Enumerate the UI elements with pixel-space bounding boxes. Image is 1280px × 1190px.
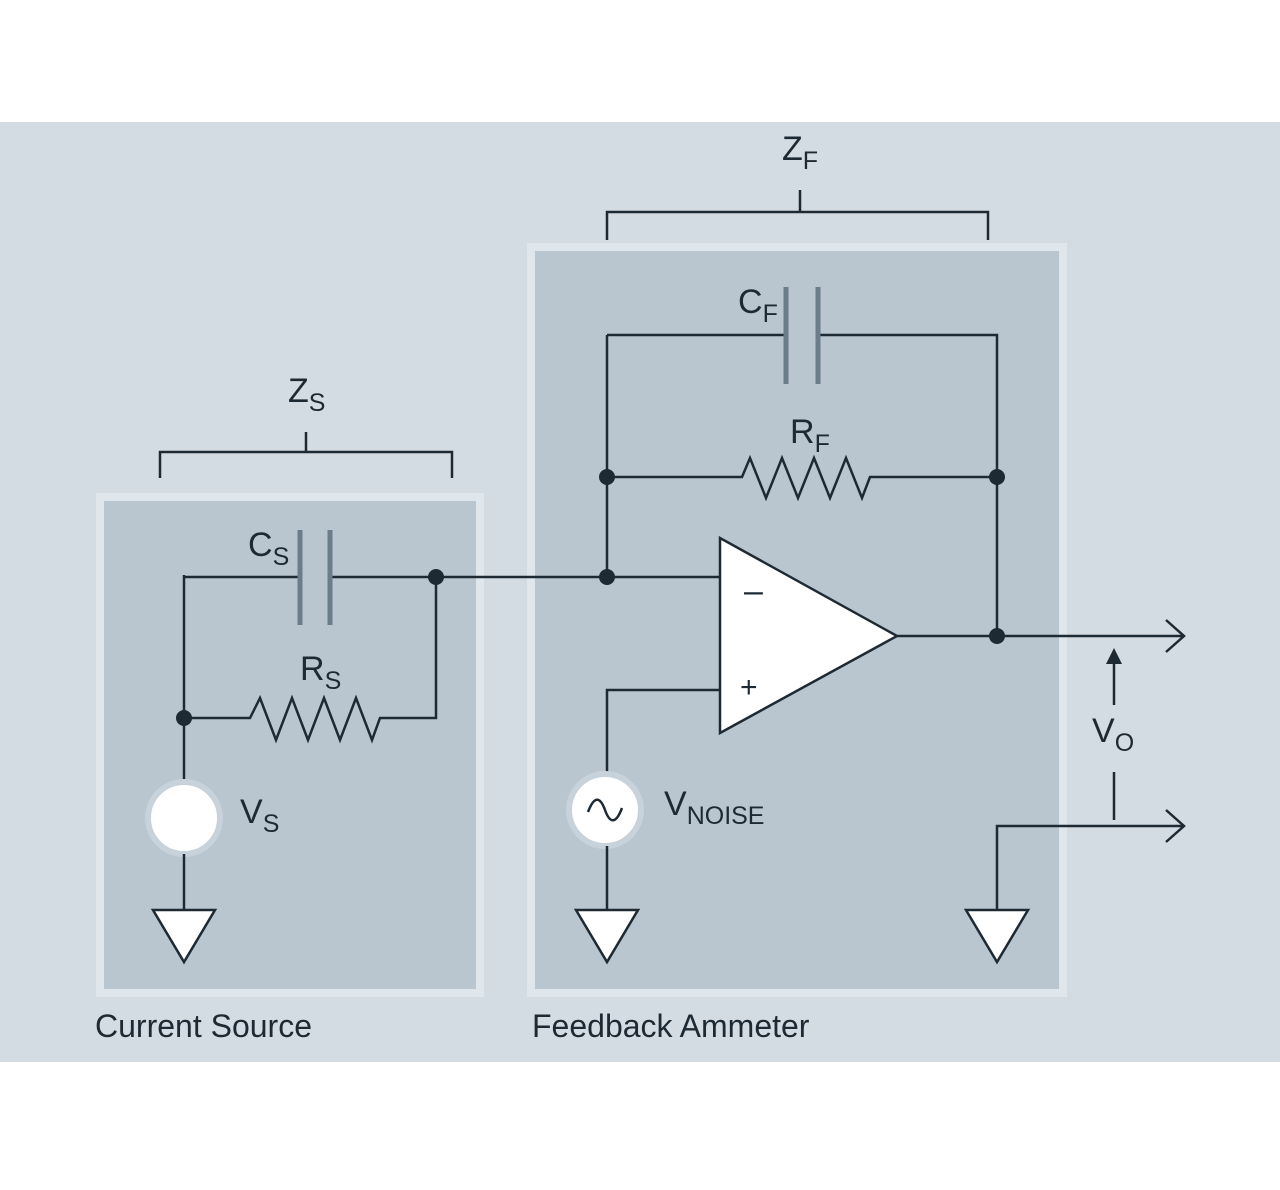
cs-label: CS (248, 526, 289, 571)
op-amp (718, 535, 900, 736)
output-arrowhead-bottom (1165, 809, 1186, 843)
lower-output-wire (995, 824, 1182, 910)
zf-label: ZF (782, 130, 818, 175)
rf-label: RF (790, 413, 830, 458)
cf-capacitor (783, 287, 821, 384)
cf-branch-wire (607, 333, 999, 636)
op-amp-minus: – (744, 572, 763, 610)
current-source-caption: Current Source (95, 1008, 312, 1044)
inverting-node (599, 569, 615, 585)
noninverting-input-wire (605, 688, 720, 775)
rf-resistor (607, 454, 997, 502)
vo-label: VO (1092, 712, 1134, 757)
rs-label: RS (300, 650, 341, 695)
cs-capacitor (297, 530, 333, 625)
zf-bracket (605, 190, 990, 240)
feedback-ammeter-caption: Feedback Ammeter (532, 1008, 810, 1044)
vnoise-label: VNOISE (664, 785, 764, 830)
vs-label: VS (240, 793, 279, 838)
output-ground-symbol (963, 908, 1031, 965)
sine-wave-icon (586, 798, 624, 822)
source-rail-node (176, 710, 192, 726)
vo-arrowhead (1106, 648, 1122, 664)
zs-bracket (158, 432, 454, 478)
op-amp-plus: + (740, 671, 758, 704)
output-arrowhead-top (1165, 619, 1186, 653)
rf-right-node (989, 469, 1005, 485)
rf-left-node (599, 469, 615, 485)
source-ground-symbol (150, 908, 218, 965)
zs-label: ZS (288, 372, 325, 417)
noise-ground-symbol (573, 908, 641, 965)
cf-label: CF (738, 283, 778, 328)
vs-source (145, 779, 223, 857)
rs-resistor (184, 577, 438, 744)
